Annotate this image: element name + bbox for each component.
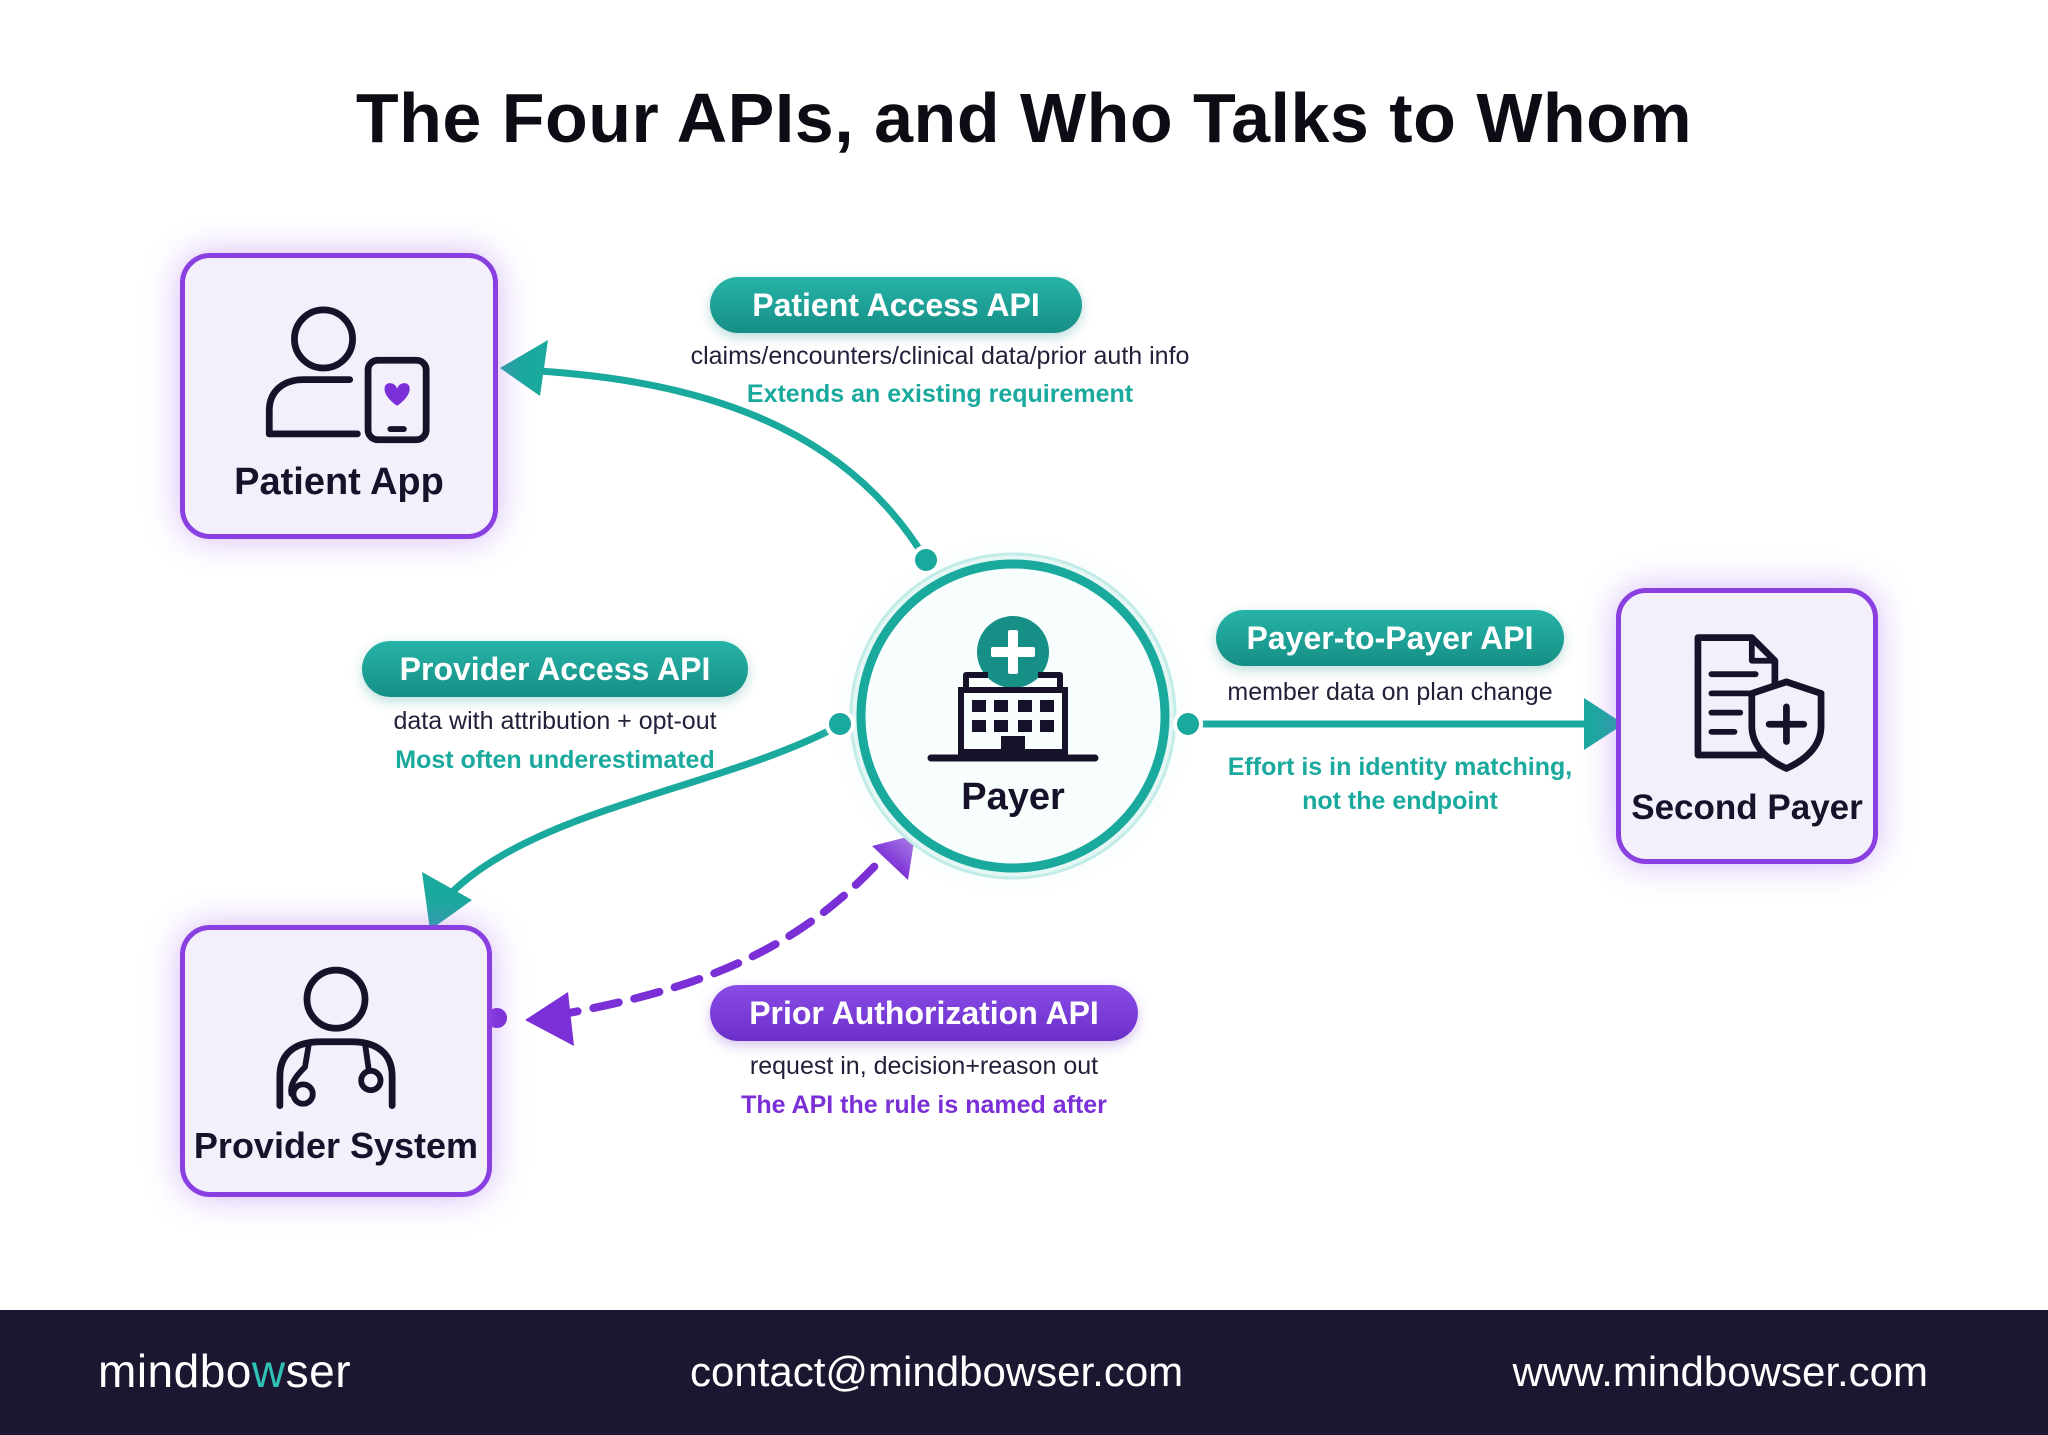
payer-to-payer-note-line1: Effort is in identity matching, xyxy=(1227,753,1573,781)
connector-layer xyxy=(422,340,1624,1046)
brand-suffix: ser xyxy=(285,1345,352,1397)
patient-access-api-pill: Patient Access API xyxy=(710,277,1082,333)
document-shield-icon xyxy=(1694,634,1825,772)
payer-hub xyxy=(856,559,1170,873)
prior-auth-arrowhead-provider xyxy=(525,992,574,1046)
patient-access-description: claims/encounters/clinical data/prior au… xyxy=(690,342,1190,370)
prior-authorization-description: request in, decision+reason out xyxy=(749,1052,1099,1080)
payer-to-payer-description: member data on plan change xyxy=(1227,678,1553,706)
provider-access-note: Most often underestimated xyxy=(395,746,715,774)
provider-access-dot xyxy=(825,709,855,739)
provider-access-arrowhead xyxy=(422,872,472,930)
contact-email-link[interactable]: contact@mindbowser.com xyxy=(690,1348,1184,1395)
patient-access-connector xyxy=(516,366,930,564)
patient-access-note: Extends an existing requirement xyxy=(746,380,1134,408)
provider-system-node: Provider System xyxy=(180,925,492,1197)
hospital-icon xyxy=(927,616,1099,762)
patient-app-node: Patient App xyxy=(180,253,498,539)
brand-logo[interactable]: mindbowser xyxy=(98,1344,351,1398)
payer-label: Payer xyxy=(961,776,1065,818)
prior-authorization-api-pill: Prior Authorization API xyxy=(710,985,1138,1041)
prior-authorization-note: The API the rule is named after xyxy=(741,1091,1107,1119)
second-payer-label: Second Payer xyxy=(1631,788,1863,827)
payer-to-payer-dot xyxy=(1173,709,1203,739)
page-title: The Four APIs, and Who Talks to Whom xyxy=(355,79,1693,157)
payer-to-payer-note-line2: not the endpoint xyxy=(1302,787,1498,815)
provider-access-api-pill: Provider Access API xyxy=(362,641,748,697)
doctor-stethoscope-icon xyxy=(276,966,396,1110)
payer-to-payer-arrowhead xyxy=(1584,698,1624,750)
provider-access-connector xyxy=(436,721,844,909)
prior-auth-connector xyxy=(548,851,889,1020)
patient-phone-icon xyxy=(265,306,430,444)
provider-access-description: data with attribution + opt-out xyxy=(393,707,717,735)
patient-app-label: Patient App xyxy=(234,461,444,503)
brand-prefix: mindbo xyxy=(98,1345,252,1397)
website-link[interactable]: www.mindbowser.com xyxy=(1512,1348,1928,1395)
patient-access-dot xyxy=(911,545,941,575)
brand-highlight: w xyxy=(251,1345,286,1397)
footer-bar: mindbowser contact@mindbowser.com www.mi… xyxy=(0,1310,2048,1435)
provider-system-label: Provider System xyxy=(193,1125,479,1166)
payer-to-payer-api-pill: Payer-to-Payer API xyxy=(1216,610,1564,666)
patient-access-arrowhead xyxy=(500,340,548,396)
second-payer-node: Second Payer xyxy=(1616,588,1878,864)
